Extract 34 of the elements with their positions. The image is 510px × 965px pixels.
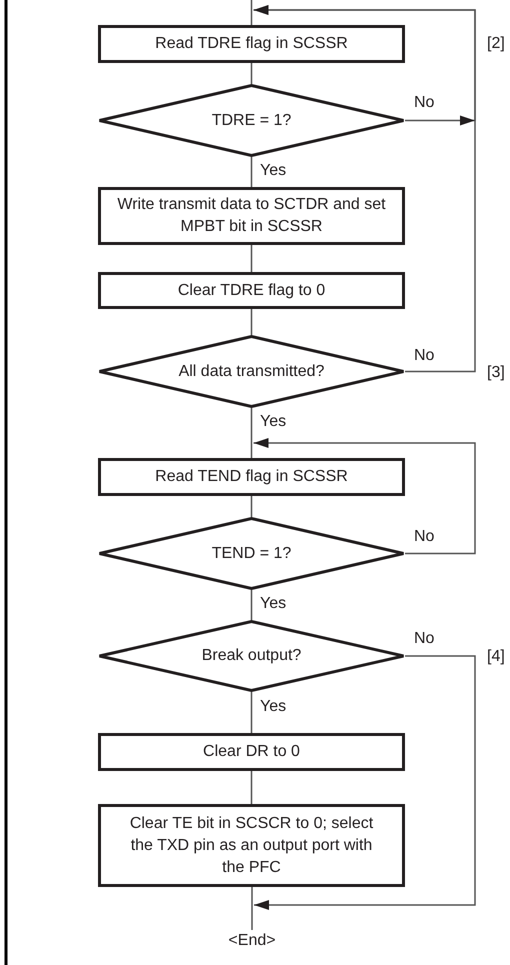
- process-box: [98, 25, 405, 63]
- process-text: Clear DR to 0: [202, 742, 301, 762]
- decision-text: Break output?: [200, 646, 302, 666]
- connector: [250, 309, 252, 335]
- connector: [250, 157, 252, 187]
- decision-text: TDRE = 1?: [210, 110, 292, 130]
- step-number: [2]: [487, 35, 505, 53]
- end-terminal: <End>: [227, 931, 277, 951]
- connector: [254, 655, 476, 910]
- process-box: [98, 272, 405, 309]
- process-text: Read TDRE flag in SCSSR: [154, 34, 349, 54]
- connector: [254, 5, 476, 372]
- connector: [250, 408, 252, 458]
- connector: [251, 887, 253, 930]
- connector: [250, 245, 252, 272]
- step-number: [3]: [487, 364, 505, 382]
- process-text: Clear TDRE flag to 0: [176, 280, 326, 300]
- connector: [250, 0, 252, 25]
- decision-text: TEND = 1?: [210, 544, 292, 564]
- process-text: Read TEND flag in SCSSR: [154, 467, 349, 487]
- process-box: [98, 187, 405, 245]
- connector: [250, 496, 252, 517]
- connector: [250, 771, 252, 804]
- process-box: [98, 458, 405, 496]
- process-box: [98, 804, 405, 887]
- connector: [250, 63, 252, 84]
- process-text: Write transmit data to SCTDR and set MPBT bit in SCSSR: [116, 195, 387, 237]
- connector: [250, 590, 252, 620]
- process-box: [98, 733, 405, 771]
- connector: [254, 438, 476, 554]
- step-number: [4]: [487, 648, 505, 666]
- decision-text: All data transmitted?: [178, 362, 326, 382]
- process-text: Clear TE bit in SCSCR to 0; select the TXD pin as an output port with the PFC: [128, 814, 374, 878]
- connector: [250, 692, 252, 733]
